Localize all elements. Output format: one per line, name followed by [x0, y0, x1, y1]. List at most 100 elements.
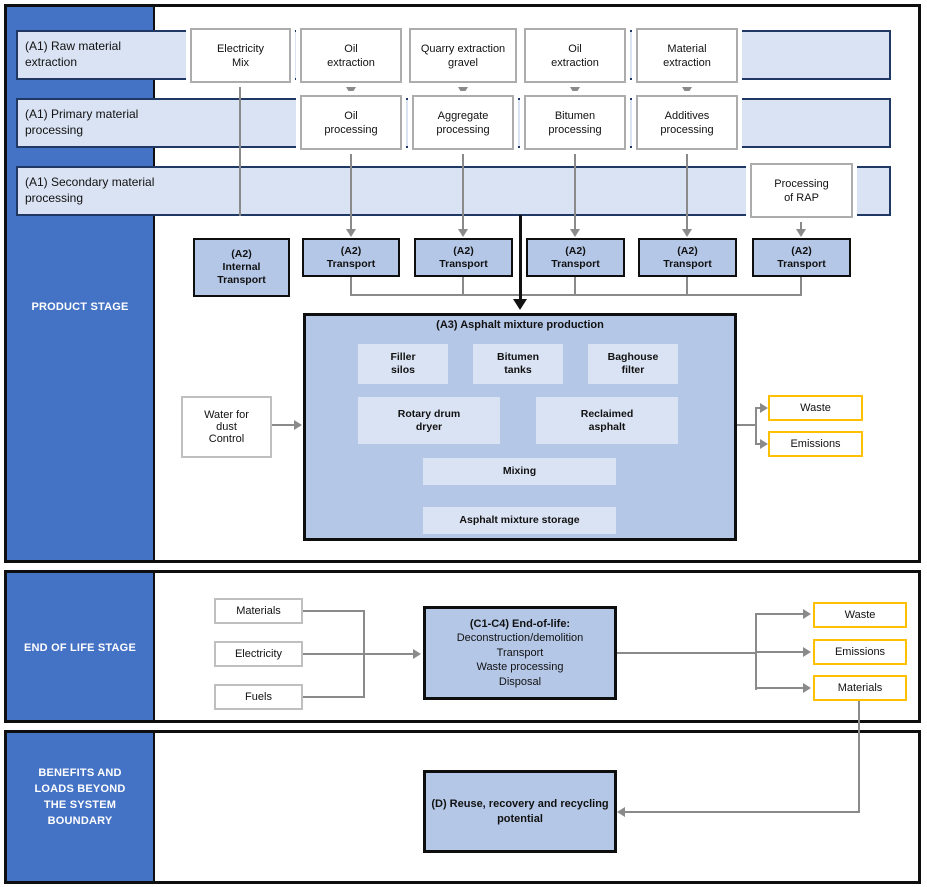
a3-output-branch-line [755, 407, 757, 445]
to-a3-main-line [519, 215, 522, 300]
end-of-life-section-frame [4, 570, 921, 723]
eol-materials-input-box: Materials [214, 598, 303, 624]
rap-to-transport-arrowhead [796, 229, 806, 237]
product-stage-label: PRODUCT STAGE [31, 301, 129, 313]
material-extraction-box: Material extraction [636, 28, 738, 83]
oil-processing-to-transport-arrowhead [346, 229, 356, 237]
eol-emissions-arrowhead [803, 647, 811, 657]
to-a3-main-arrowhead [513, 299, 527, 310]
eol-electricity-input-box: Electricity [214, 641, 303, 667]
product-stage-section-frame [4, 4, 921, 563]
transport-box-4: (A2) Transport [638, 238, 737, 277]
eol-materials-arrowhead [803, 683, 811, 693]
transport4-stub [686, 277, 688, 296]
materials-merge-line [303, 610, 365, 612]
additives-processing-box: Additives processing [636, 95, 738, 150]
end-of-life-stage-label: END OF LIFE STAGE [24, 642, 136, 654]
eol-fuels-input-box: Fuels [214, 684, 303, 710]
electricity-merge-line [303, 653, 415, 655]
eol-merge-vertical-line [363, 610, 365, 698]
transport-box-3: (A2) Transport [526, 238, 625, 277]
aggregate-processing-box: Aggregate processing [412, 95, 514, 150]
a3-emissions-stub [755, 443, 762, 445]
rap-to-transport-line [800, 218, 802, 229]
eol-emissions-stub [755, 651, 805, 653]
bitumen-to-transport-arrowhead [570, 229, 580, 237]
water-to-a3-line [272, 424, 296, 426]
bitumen-processing-box: Bitumen processing [524, 95, 626, 150]
transport-box-2: (A2) Transport [414, 238, 513, 277]
asphalt-mixture-storage-box: Asphalt mixture storage [423, 507, 616, 534]
raw-material-extraction-label: (A1) Raw material extraction [25, 39, 122, 69]
transport-merge-line [350, 294, 802, 296]
rotary-drum-dryer-box: Rotary drum dryer [358, 397, 500, 444]
bitumen-to-transport-line [574, 150, 576, 229]
aggregate-to-transport-line [462, 150, 464, 229]
eol-materials-box: Materials [813, 675, 907, 701]
eol-waste-arrowhead [803, 609, 811, 619]
electricity-mix-box: Electricity Mix [190, 28, 291, 83]
end-of-life-sidebar [7, 573, 155, 720]
a3-emissions-arrowhead [760, 439, 768, 449]
c14-output-line [617, 652, 757, 654]
secondary-material-processing-label: (A1) Secondary material processing [25, 175, 155, 205]
primary-material-processing-label: (A1) Primary material processing [25, 107, 139, 137]
c14-title: (C1-C4) End-of-life: [469, 617, 571, 630]
materials-to-d-vertical-line [858, 701, 860, 813]
materials-to-d-horizontal-line [625, 811, 860, 813]
mixing-box: Mixing [423, 458, 616, 485]
transport2-stub [462, 277, 464, 296]
benefits-section-frame [4, 730, 921, 884]
a3-output-line [737, 424, 757, 426]
eol-materials-stub [755, 687, 805, 689]
eol-waste-box: Waste [813, 602, 907, 628]
oil-extraction-box-1: Oil extraction [300, 28, 402, 83]
fuels-merge-line [303, 696, 365, 698]
oil-to-processing-arrowhead [346, 87, 356, 95]
benefits-stage-label: BENEFITS AND LOADS BEYOND THE SYSTEM BOU… [34, 767, 126, 827]
secondary-material-processing-band [16, 166, 891, 216]
oil-processing-to-transport-line [350, 150, 352, 229]
product-waste-box: Waste [768, 395, 863, 421]
product-stage-sidebar [7, 7, 155, 560]
transport3-stub [574, 277, 576, 296]
to-d-box-arrowhead [617, 807, 625, 817]
transport1-stub [350, 277, 352, 296]
aggregate-to-transport-arrowhead [458, 229, 468, 237]
reclaimed-asphalt-box: Reclaimed asphalt [536, 397, 678, 444]
additives-to-transport-line [686, 150, 688, 229]
quarry-to-aggregate-line [462, 83, 464, 88]
oil-to-processing-line [350, 83, 352, 88]
oil2-to-bitumen-line [574, 83, 576, 88]
oil2-to-bitumen-arrowhead [570, 87, 580, 95]
to-c14-arrowhead [413, 649, 421, 659]
baghouse-filter-box: Baghouse filter [588, 344, 678, 384]
material-to-additives-arrowhead [682, 87, 692, 95]
transport-box-1: (A2) Transport [302, 238, 400, 277]
c14-body: Deconstruction/demolition Transport Wast… [456, 632, 584, 688]
d-reuse-recovery-recycling-box: (D) Reuse, recovery and recycling potent… [423, 770, 617, 853]
water-to-a3-arrowhead [294, 420, 302, 430]
quarry-to-aggregate-arrowhead [458, 87, 468, 95]
eol-waste-stub [755, 613, 805, 615]
product-emissions-box: Emissions [768, 431, 863, 457]
a3-waste-stub [755, 407, 762, 409]
a3-waste-arrowhead [760, 403, 768, 413]
internal-transport-box: (A2) Internal Transport [193, 238, 290, 297]
bitumen-tanks-box: Bitumen tanks [473, 344, 563, 384]
additives-to-transport-arrowhead [682, 229, 692, 237]
c14-end-of-life-box: (C1-C4) End-of-life: Deconstruction/demo… [423, 606, 617, 700]
electricity-feed-line [239, 83, 241, 216]
eol-emissions-box: Emissions [813, 639, 907, 665]
water-for-dust-control-box: Water for dust Control [181, 396, 272, 458]
filler-silos-box: Filler silos [358, 344, 448, 384]
benefits-sidebar [7, 733, 155, 881]
quarry-extraction-gravel-box: Quarry extraction gravel [409, 28, 517, 83]
oil-extraction-box-2: Oil extraction [524, 28, 626, 83]
transport5-stub [800, 277, 802, 296]
material-to-additives-line [686, 83, 688, 88]
processing-of-rap-box: Processing of RAP [750, 163, 853, 218]
transport-box-5: (A2) Transport [752, 238, 851, 277]
oil-processing-box: Oil processing [300, 95, 402, 150]
